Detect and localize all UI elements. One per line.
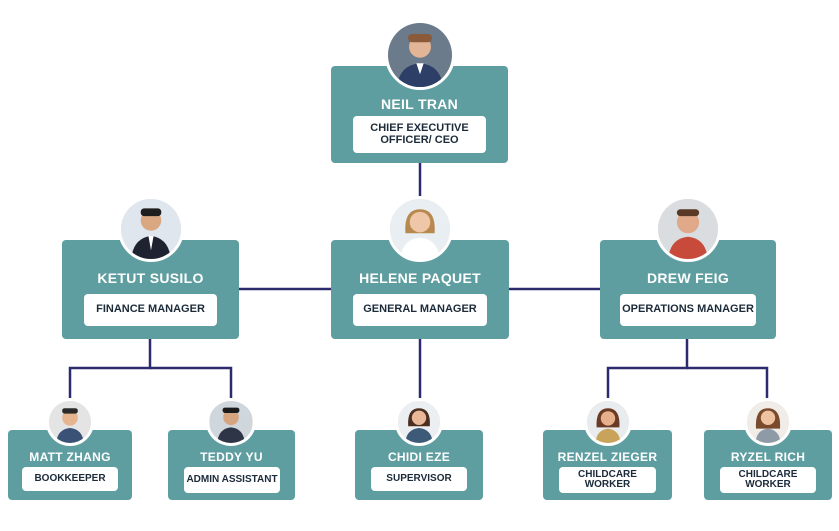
bookkeeper-name: MATT ZHANG (29, 450, 111, 464)
operations-manager-avatar (655, 196, 721, 262)
admin-assistant-avatar (206, 398, 256, 446)
finance-manager-card[interactable]: KETUT SUSILO FINANCE MANAGER (62, 240, 239, 339)
connector-ops-team (606, 339, 689, 400)
person-avatar-icon (390, 199, 450, 259)
supervisor-title: SUPERVISOR (371, 467, 467, 491)
finance-manager-title: FINANCE MANAGER (84, 294, 217, 326)
operations-manager-title: OPERATIONS MANAGER (620, 294, 756, 326)
childcare-worker-2-name: RYZEL RICH (730, 450, 806, 464)
admin-assistant-name: TEDDY YU (200, 450, 263, 464)
person-avatar-icon (747, 401, 789, 443)
finance-manager-avatar (118, 196, 184, 262)
childcare-worker-1-title: CHILDCARE WORKER (559, 467, 656, 493)
person-avatar-icon (121, 199, 181, 259)
childcare-worker-2-title: CHILDCARE WORKER (720, 467, 816, 493)
person-avatar-icon (658, 199, 718, 259)
ceo-title: CHIEF EXECUTIVE OFFICER/ CEO (353, 116, 486, 153)
ceo-avatar (385, 20, 455, 90)
ceo-name: NEIL TRAN (380, 96, 459, 112)
person-avatar-icon (49, 401, 91, 443)
bookkeeper-avatar (46, 398, 94, 446)
general-manager-name: HELENE PAQUET (359, 270, 481, 286)
person-avatar-icon (388, 23, 452, 87)
finance-manager-name: KETUT SUSILO (97, 270, 204, 286)
connector-finance-admin (150, 366, 233, 400)
bookkeeper-card[interactable]: MATT ZHANG BOOKKEEPER (8, 430, 132, 500)
person-avatar-icon (398, 401, 440, 443)
ceo-card[interactable]: NEIL TRAN CHIEF EXECUTIVE OFFICER/ CEO (331, 66, 508, 163)
connector-finance-team (68, 339, 152, 400)
bookkeeper-title: BOOKKEEPER (22, 467, 118, 491)
supervisor-avatar (395, 398, 443, 446)
childcare-worker-2-avatar (744, 398, 792, 446)
supervisor-name: CHIDI EZE (387, 450, 451, 464)
admin-assistant-title: ADMIN ASSISTANT (184, 467, 280, 493)
general-manager-title: GENERAL MANAGER (353, 294, 487, 326)
general-manager-avatar (387, 196, 453, 262)
childcare-worker-1-avatar (584, 398, 632, 446)
operations-manager-name: DREW FEIG (646, 270, 730, 286)
person-avatar-icon (587, 401, 629, 443)
childcare-worker-1-name: RENZEL ZIEGER (557, 450, 658, 464)
person-avatar-icon (210, 401, 252, 443)
connector-ops-childcare2 (687, 366, 769, 400)
